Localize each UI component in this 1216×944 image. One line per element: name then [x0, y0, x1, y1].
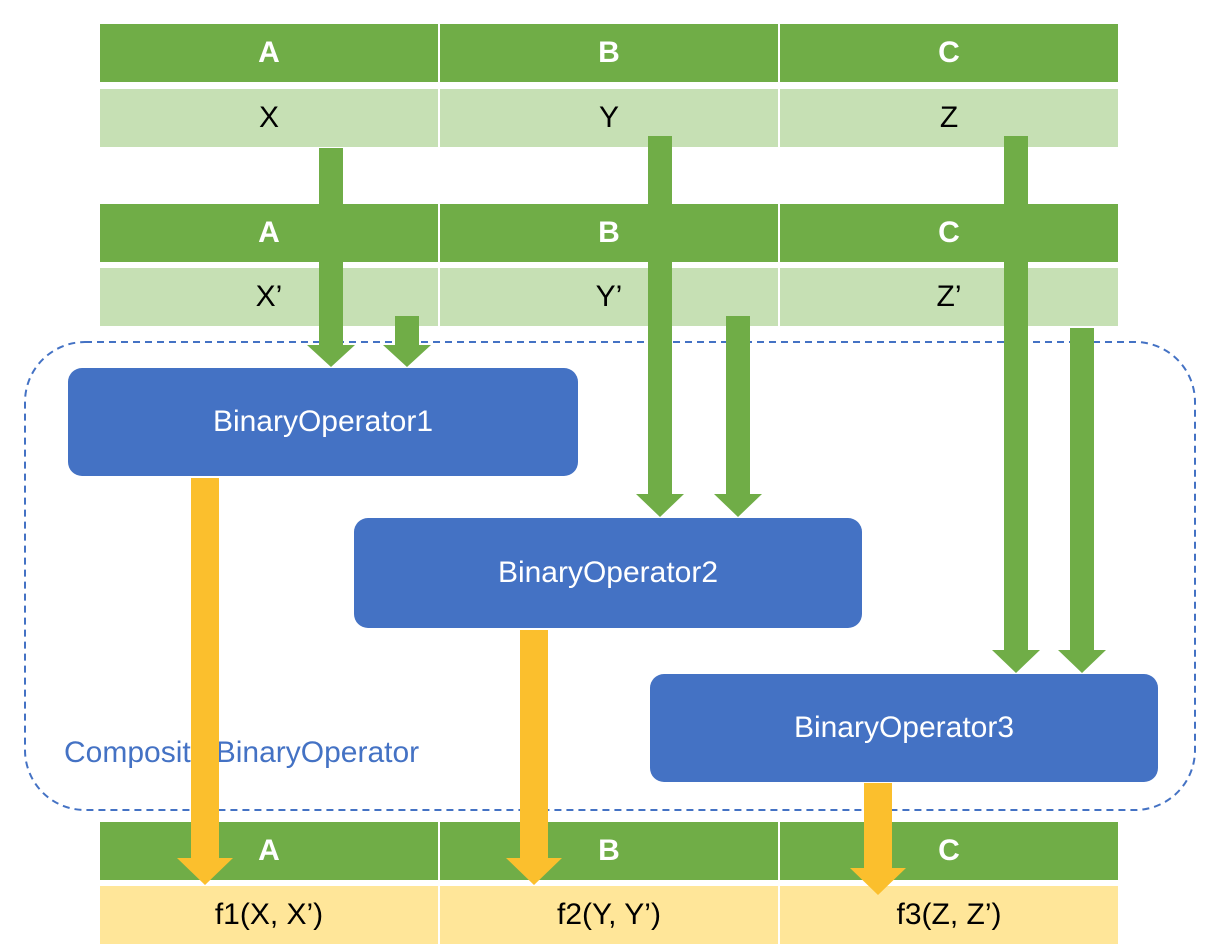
table2-value-a: X’	[100, 268, 438, 326]
arrow-op3-to-result	[850, 783, 906, 895]
table1-value-a: X	[100, 89, 438, 147]
table2-header-a: A	[100, 204, 438, 262]
result-header-a: A	[100, 822, 438, 880]
binary-operator-3: BinaryOperator3	[650, 674, 1158, 782]
arrow-x2-to-op1	[383, 316, 431, 367]
table2-value-b: Y’	[440, 268, 778, 326]
table1-value-b: Y	[440, 89, 778, 147]
result-header-b: B	[440, 822, 778, 880]
arrow-op1-to-result	[177, 478, 233, 885]
result-header-c: C	[780, 822, 1118, 880]
arrow-y-to-op2	[636, 136, 684, 517]
arrow-z2-to-op3	[1058, 328, 1106, 673]
table1-header-b: B	[440, 24, 778, 82]
arrow-z-to-op3	[992, 136, 1040, 673]
table1-header-a: A	[100, 24, 438, 82]
arrow-x-to-op1	[307, 148, 355, 367]
result-value-b: f2(Y, Y’)	[440, 886, 778, 944]
table1-header-c: C	[780, 24, 1118, 82]
binary-operator-2: BinaryOperator2	[354, 518, 862, 628]
binary-operator-1: BinaryOperator1	[68, 368, 578, 476]
result-value-c: f3(Z, Z’)	[780, 886, 1118, 944]
table2-value-c: Z’	[780, 268, 1118, 326]
table1-value-c: Z	[780, 89, 1118, 147]
table2-header-c: C	[780, 204, 1118, 262]
composite-label: Composite BinaryOperator	[64, 736, 420, 769]
arrow-y2-to-op2	[714, 316, 762, 517]
result-value-a: f1(X, X’)	[100, 886, 438, 944]
table2-header-b: B	[440, 204, 778, 262]
composite-boundary	[24, 341, 1196, 811]
arrow-op2-to-result	[506, 630, 562, 885]
